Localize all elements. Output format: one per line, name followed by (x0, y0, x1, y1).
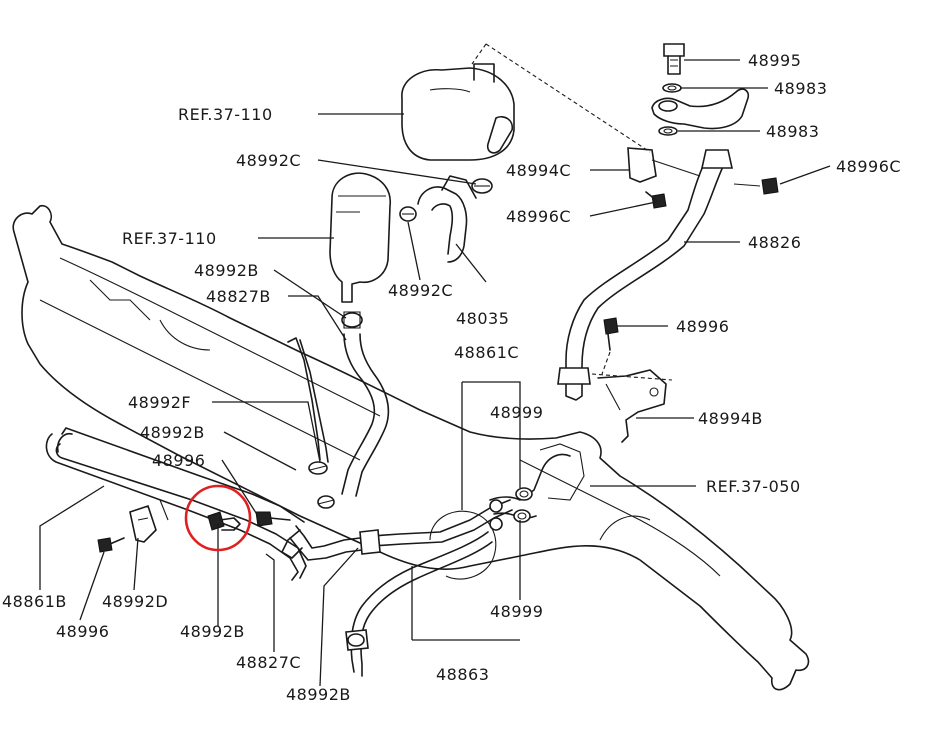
label-48992b-top: 48992B (194, 261, 259, 280)
washer-48983-a (662, 83, 682, 93)
label-ref-37-110-upper: REF.37-110 (178, 105, 273, 124)
label-48992b-bottom: 48992B (286, 685, 351, 704)
hose-48827c (281, 525, 381, 561)
steering-rack (12, 204, 810, 691)
reservoir-upper (401, 63, 515, 161)
dashed-lines (471, 43, 673, 381)
highlight-circle (184, 484, 252, 552)
reservoir-lower (329, 172, 391, 303)
bolt-48996-mid (255, 511, 291, 527)
washer-48999-top (515, 487, 533, 501)
part-labels: 48995 48983 REF.37-110 48983 48992C 4899… (2, 51, 901, 704)
label-48996c-right: 48996C (836, 157, 901, 176)
clamp-48992c-mid (399, 206, 417, 222)
label-48992d: 48992D (102, 592, 168, 611)
label-ref-37-110-lower: REF.37-110 (122, 229, 217, 248)
leader-lines (39, 59, 831, 687)
label-48999-bottom: 48999 (490, 602, 543, 621)
hose-thin-left (287, 337, 329, 463)
label-48999-top: 48999 (490, 403, 543, 422)
cooler-pipe-48861b (45, 427, 307, 581)
label-48035: 48035 (456, 309, 509, 328)
hose-48827b (341, 311, 390, 497)
label-48827b: 48827B (206, 287, 271, 306)
label-48992b-circled: 48992B (180, 622, 245, 641)
label-48992c-mid: 48992C (388, 281, 453, 300)
clamp-48992b-circled (207, 511, 241, 531)
bolt-48996-right (603, 317, 619, 351)
bolt-48996c-right (733, 177, 779, 195)
clamp-48992c-top (471, 178, 493, 194)
union-bolt-48995 (663, 43, 685, 75)
label-48983-a: 48983 (774, 79, 827, 98)
label-48996-right: 48996 (676, 317, 729, 336)
clamp-48992b-mid (317, 495, 335, 509)
bracket-48994b (597, 369, 667, 443)
washer-48999-bottom (513, 509, 531, 523)
fitting-48983 (651, 88, 750, 130)
bolt-48996c-left (645, 191, 667, 209)
label-48983-b: 48983 (766, 122, 819, 141)
label-48996c-left: 48996C (506, 207, 571, 226)
label-48996-mid: 48996 (152, 451, 205, 470)
washer-48983-b (658, 126, 678, 136)
label-ref-37-050: REF.37-050 (706, 477, 801, 496)
label-48996-bottom: 48996 (56, 622, 109, 641)
label-48994b: 48994B (698, 409, 763, 428)
pipe-48863 (345, 531, 493, 677)
pipe-48861c (371, 453, 571, 547)
label-48992c-top: 48992C (236, 151, 301, 170)
label-48995: 48995 (748, 51, 801, 70)
label-48827c: 48827C (236, 653, 301, 672)
label-48992f: 48992F (128, 393, 191, 412)
label-48861b: 48861B (2, 592, 67, 611)
label-48861c: 48861C (454, 343, 519, 362)
bracket-48992d (129, 504, 157, 543)
label-48826: 48826 (748, 233, 801, 252)
bracket-48994c (627, 147, 701, 183)
label-48994c: 48994C (506, 161, 571, 180)
clamp-48992f (308, 461, 328, 475)
label-48992b-mid: 48992B (140, 423, 205, 442)
hose-48035 (417, 175, 477, 263)
pipe-48826 (557, 149, 733, 401)
bolt-48996-bottom (97, 537, 125, 553)
label-48863: 48863 (436, 665, 489, 684)
